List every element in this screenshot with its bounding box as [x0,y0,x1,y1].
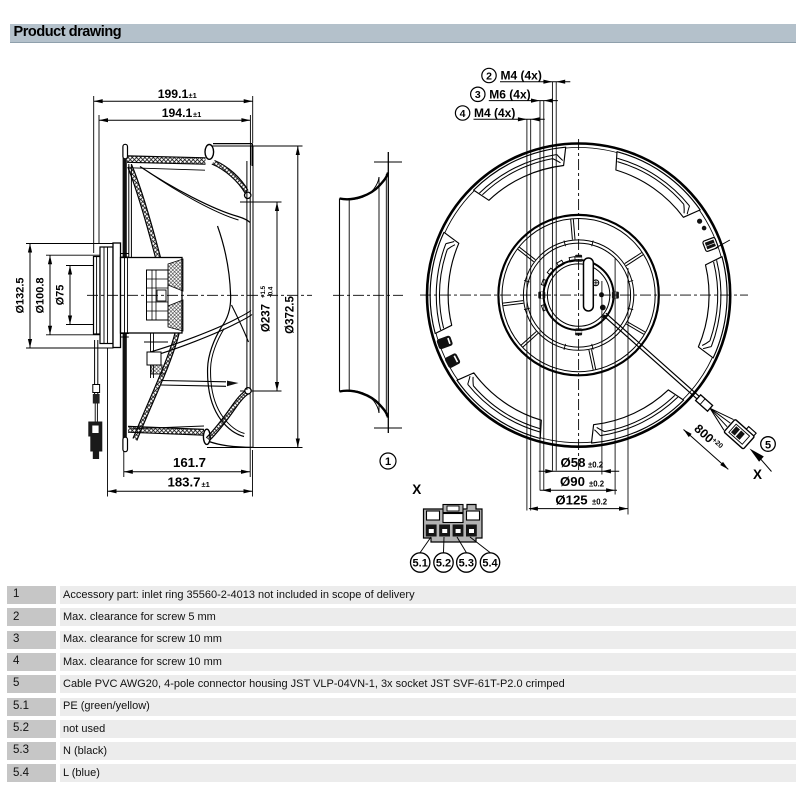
svg-text:M4 (4x): M4 (4x) [474,106,515,120]
svg-text:±0.2: ±0.2 [588,461,604,470]
svg-text:199.1: 199.1 [158,87,189,101]
svg-text:5.1: 5.1 [413,558,428,570]
svg-text:±1: ±1 [202,480,210,489]
svg-text:1: 1 [385,456,391,468]
svg-text:X: X [753,467,762,482]
svg-text:-0.4: -0.4 [268,286,275,297]
svg-text:5.2: 5.2 [436,558,451,570]
svg-text:161.7: 161.7 [173,455,206,470]
svg-text:±0.2: ±0.2 [592,498,608,507]
svg-text:Ø75: Ø75 [55,285,67,306]
svg-text:Ø237: Ø237 [261,304,273,332]
svg-text:+1.5: +1.5 [260,285,267,298]
svg-text:±0.2: ±0.2 [589,480,605,489]
svg-text:M4 (4x): M4 (4x) [501,69,542,83]
svg-text:Ø58: Ø58 [561,455,586,470]
svg-text:Ø90: Ø90 [560,474,585,489]
svg-text:Ø125: Ø125 [555,493,587,508]
svg-text:±1: ±1 [189,91,197,100]
svg-text:5.4: 5.4 [482,558,498,570]
svg-text:5: 5 [765,439,771,451]
svg-text:M6 (4x): M6 (4x) [489,88,530,102]
svg-text:4: 4 [460,108,466,120]
svg-text:±1: ±1 [193,110,201,119]
svg-text:Ø132.5: Ø132.5 [15,277,27,313]
svg-text:800+20: 800+20 [691,422,725,454]
svg-text:3: 3 [475,89,481,101]
svg-text:5.3: 5.3 [459,558,474,570]
svg-text:Ø100.8: Ø100.8 [35,277,47,313]
svg-text:X: X [412,482,421,497]
svg-text:194.1: 194.1 [162,106,193,120]
svg-text:183.7: 183.7 [167,475,200,490]
svg-text:Ø372.5: Ø372.5 [285,296,297,334]
svg-text:2: 2 [486,70,492,82]
